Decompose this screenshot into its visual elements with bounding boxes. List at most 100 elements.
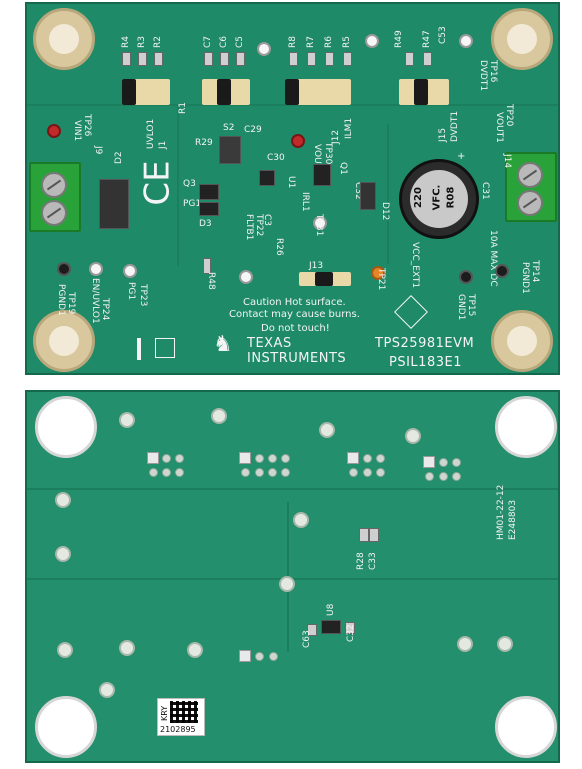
header-hole <box>162 454 171 463</box>
board-code-line1: HM01-22-12 <box>496 484 506 540</box>
hot-surface-icon <box>394 295 428 329</box>
designator-r29: R29 <box>195 138 213 148</box>
designator-r26: R26 <box>274 238 284 256</box>
push-button-s2[interactable] <box>219 136 241 164</box>
terminal-block-j9[interactable] <box>29 162 81 232</box>
via <box>119 640 135 656</box>
capacitor-c7 <box>204 52 213 66</box>
resistor-r5 <box>343 52 352 66</box>
designator-tp21: TP21 <box>376 268 386 291</box>
label-irl1: IRL1 <box>300 192 310 212</box>
diode-d12 <box>360 182 376 210</box>
header-hole <box>281 468 290 477</box>
header-pad <box>423 456 435 468</box>
jumper-shunt-j-c[interactable] <box>217 79 231 105</box>
header-hole <box>452 472 461 481</box>
designator-c6: C6 <box>219 35 229 48</box>
terminal-block-j14[interactable] <box>505 152 557 222</box>
via <box>279 576 295 592</box>
designator-r2: R2 <box>153 36 163 48</box>
via <box>55 546 71 562</box>
datamatrix-code <box>170 701 198 723</box>
board-name: TPS25981EVM <box>375 336 475 351</box>
jumper-shunt-j15[interactable] <box>414 79 428 105</box>
designator-d3: D3 <box>199 219 212 229</box>
diode-d3 <box>199 202 219 216</box>
copper-plane-divider <box>27 488 558 490</box>
designator-r48: R48 <box>206 272 216 290</box>
brand-instruments: INSTRUMENTS <box>247 351 347 366</box>
designator-r3: R3 <box>137 36 147 48</box>
jumper-shunt-j1[interactable] <box>122 79 136 105</box>
screw-terminal-3[interactable] <box>517 162 543 188</box>
via <box>55 492 71 508</box>
jumper-shunt-j12[interactable] <box>285 79 299 105</box>
copper-plane-divider <box>27 104 558 106</box>
header-hole <box>175 468 184 477</box>
transistor-q1 <box>313 164 331 186</box>
screw-terminal-4[interactable] <box>517 190 543 216</box>
header-pad <box>239 452 251 464</box>
designator-c53: C53 <box>438 26 448 44</box>
copper-plane-divider <box>177 106 179 266</box>
designator-u1: U1 <box>286 176 296 189</box>
label-max-dc: 10A MAX DC <box>488 230 498 287</box>
mounting-hole-bottom-left-bottom <box>35 696 97 758</box>
diode-d2 <box>99 179 129 229</box>
test-point-top-2 <box>365 34 379 48</box>
header-hole <box>363 454 372 463</box>
ce-mark: CE <box>137 160 178 206</box>
header-hole <box>439 458 448 467</box>
designator-j9: J9 <box>93 146 103 155</box>
resistor-r49 <box>405 52 414 66</box>
via <box>457 636 473 652</box>
designator-tp31: TP31 <box>314 214 324 237</box>
designator-c7: C7 <box>203 35 213 48</box>
test-point-tp15 <box>459 270 473 284</box>
header-hole <box>349 468 358 477</box>
mounting-hole-top-left <box>33 8 95 70</box>
header-hole <box>363 468 372 477</box>
via <box>187 642 203 658</box>
via <box>405 428 421 444</box>
resistor-r4 <box>122 52 131 66</box>
screw-terminal-1[interactable] <box>41 172 67 198</box>
label-vcc-ext1: VCC_EXT1 <box>410 242 420 289</box>
board-code-line2: E248803 <box>508 499 518 540</box>
label-pg1: PG1 <box>183 199 202 209</box>
label-dvdt1-j15: DVDT1 <box>450 110 460 142</box>
ic-u1 <box>259 170 275 186</box>
test-point-tp24 <box>89 262 103 276</box>
capacitor-c6 <box>220 52 229 66</box>
designator-u8: U8 <box>326 603 336 616</box>
mounting-hole-bottom-right-bottom <box>495 696 557 758</box>
designator-c5: C5 <box>235 35 245 48</box>
designator-r47: R47 <box>422 30 432 48</box>
label-vout1: VOUT1 <box>494 112 504 143</box>
designator-r1: R1 <box>178 102 188 114</box>
capacitor-c63 <box>307 624 317 636</box>
designator-tp24: TP24 <box>100 298 110 321</box>
jumper-shunt-j13[interactable] <box>315 272 333 286</box>
header-hole <box>175 454 184 463</box>
header-hole <box>255 454 264 463</box>
electrolytic-capacitor: 220 VFC. R08 <box>399 159 479 239</box>
capacitor-rating-text: VFC. <box>431 184 443 211</box>
transistor-q3 <box>199 184 219 200</box>
via <box>293 512 309 528</box>
capacitor-c33 <box>369 528 379 542</box>
resistor-r6 <box>325 52 334 66</box>
designator-j13: J13 <box>309 261 324 271</box>
test-point-tp21 <box>371 266 385 280</box>
designator-r4: R4 <box>121 36 131 48</box>
via <box>319 422 335 438</box>
test-point-tp14 <box>495 264 509 278</box>
test-point-tp31 <box>313 216 327 230</box>
test-point-tp16 <box>459 34 473 48</box>
resistor-r7 <box>307 52 316 66</box>
screw-terminal-2[interactable] <box>41 200 67 226</box>
label-pgnd1-right: PGND1 <box>520 262 530 294</box>
label-pg1-tp23: PG1 <box>126 282 136 301</box>
via <box>57 642 73 658</box>
label-gnd1: GND1 <box>456 294 466 321</box>
